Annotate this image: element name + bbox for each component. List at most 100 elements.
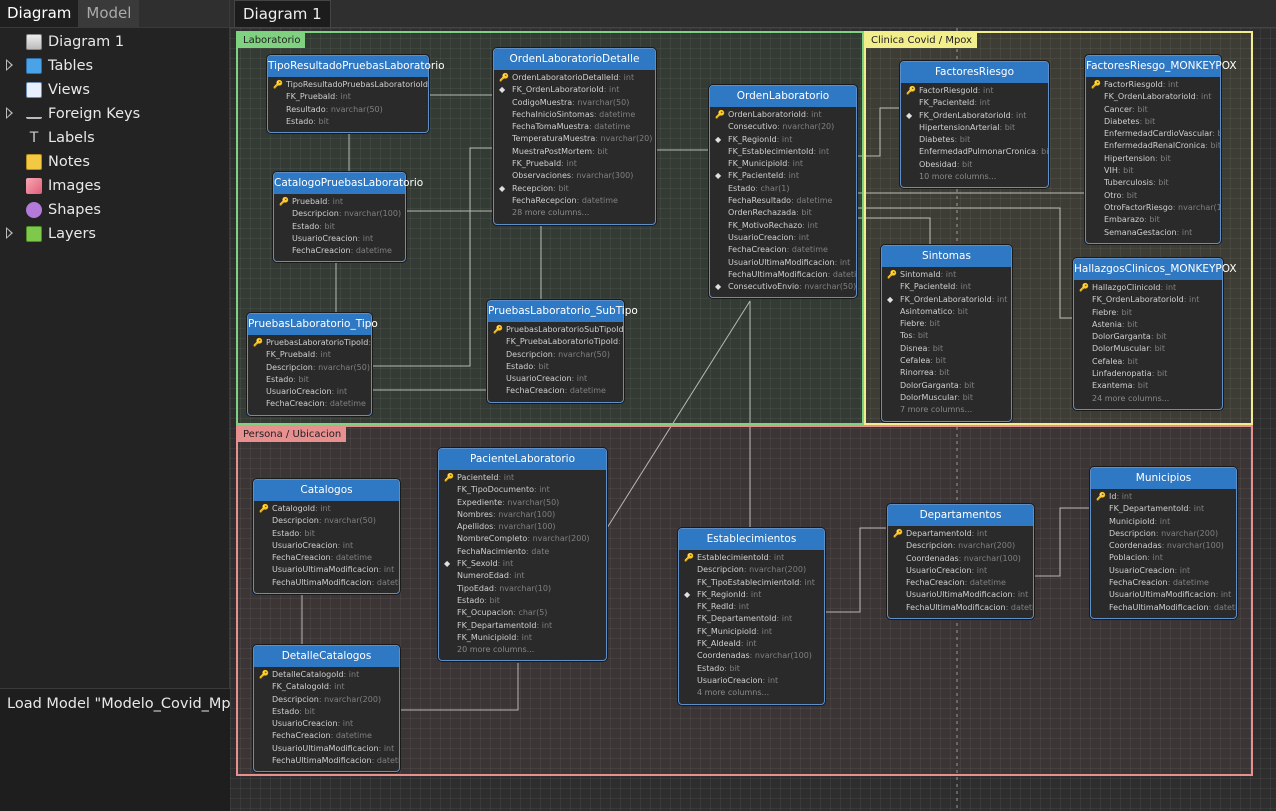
expand-arrow-icon[interactable] (6, 107, 13, 119)
field-row[interactable]: 🔑OrdenLaboratorioDetalleId: int (494, 72, 655, 84)
tree-item-notes[interactable]: Notes (0, 150, 229, 174)
entity-title[interactable]: PruebasLaboratorio_SubTipo (488, 301, 638, 322)
field-row[interactable]: FechaCreacion: datetime (248, 398, 371, 410)
tree-item-foreign-keys[interactable]: Foreign Keys (0, 102, 229, 126)
field-row[interactable]: Astenia: bit (1074, 319, 1222, 331)
field-row[interactable]: Descripcion: nvarchar(50) (488, 349, 623, 361)
field-row[interactable]: EnfermedadRenalCronica: bit (1086, 140, 1220, 152)
field-row[interactable]: 🔑Id: int (1091, 491, 1236, 503)
field-row[interactable]: FechaCreacion: datetime (1091, 577, 1236, 589)
tree-item-diagram-1[interactable]: Diagram 1 (0, 30, 229, 54)
field-row[interactable]: ◆ConsecutivoEnvio: nvarchar(50) (710, 281, 856, 293)
field-row[interactable]: DolorMuscular: bit (882, 392, 1011, 404)
field-row[interactable]: FK_PacienteId: int (882, 281, 1011, 293)
field-row[interactable]: FK_DepartamentoId: int (1091, 503, 1236, 515)
field-row[interactable]: Estado: bit (254, 706, 399, 718)
field-row[interactable]: 🔑OrdenLaboratorioId: int (710, 109, 856, 121)
field-row[interactable]: Linfadenopatia: bit (1074, 368, 1222, 380)
field-row[interactable]: FechaCreacion: datetime (254, 552, 399, 564)
field-row[interactable]: Estado: bit (274, 221, 405, 233)
field-row[interactable]: 🔑FactorRiesgoId: int (901, 85, 1048, 97)
field-row[interactable]: Descripcion: nvarchar(50) (254, 515, 399, 527)
field-row[interactable]: FechaUltimaModificacion: datetime (1091, 602, 1236, 614)
entity-title[interactable]: HallazgosClinicos_MONKEYPOX (1074, 259, 1237, 280)
field-row[interactable]: UsuarioCreacion: int (679, 675, 824, 687)
field-row[interactable]: 🔑SintomaId: int (882, 269, 1011, 281)
entity-title[interactable]: PacienteLaboratorio (439, 449, 606, 470)
entity-title[interactable]: Departamentos (888, 505, 1033, 526)
field-row[interactable]: FK_TipoEstablecimientoId: int (679, 577, 824, 589)
field-row[interactable]: Diabetes: bit (901, 134, 1048, 146)
field-row[interactable]: FechaRecepcion: datetime (494, 195, 655, 207)
field-row[interactable]: ◆FK_OrdenLaboratorioId: int (494, 84, 655, 96)
field-row[interactable]: UsuarioCreacion: int (254, 718, 399, 730)
entity-title[interactable]: Catalogos (254, 480, 399, 501)
field-row[interactable]: NumeroEdad: int (439, 570, 606, 582)
field-row[interactable]: 🔑EstablecimientoId: int (679, 552, 824, 564)
field-row[interactable]: FechaCreacion: datetime (274, 245, 405, 257)
field-row[interactable]: UsuarioUltimaModificacion: int (254, 743, 399, 755)
field-row[interactable]: Consecutivo: nvarchar(20) (710, 121, 856, 133)
expand-arrow-icon[interactable] (6, 227, 13, 239)
field-row[interactable]: UsuarioUltimaModificacion: int (1091, 589, 1236, 601)
field-row[interactable]: Fiebre: bit (1074, 307, 1222, 319)
field-row[interactable]: HipertensionArterial: bit (901, 122, 1048, 134)
relationship-line[interactable] (857, 217, 931, 245)
field-row[interactable]: FechaResultado: datetime (710, 195, 856, 207)
field-row[interactable]: UsuarioCreacion: int (710, 232, 856, 244)
field-row[interactable]: UsuarioCreacion: int (274, 233, 405, 245)
field-row[interactable]: Descripcion: nvarchar(200) (888, 540, 1033, 552)
field-row[interactable]: ◆FK_OrdenLaboratorioId: int (901, 110, 1048, 122)
more-columns-link[interactable]: 4 more columns... (679, 687, 824, 699)
entity-tiporesultado[interactable]: TipoResultadoPruebasLaboratorio🔑TipoResu… (267, 55, 445, 134)
field-row[interactable]: 🔑PruebaId: int (274, 196, 405, 208)
field-row[interactable]: Exantema: bit (1074, 380, 1222, 392)
field-row[interactable]: FechaUltimaModificacion: datetime (710, 269, 856, 281)
field-row[interactable]: Coordenadas: nvarchar(100) (888, 553, 1033, 565)
field-row[interactable]: Cancer: bit (1086, 104, 1220, 116)
entity-title[interactable]: CatalogoPruebasLaboratorio (274, 173, 423, 194)
tab-diagram-1[interactable]: Diagram 1 (234, 0, 331, 27)
field-row[interactable]: FK_AldeaId: int (679, 638, 824, 650)
field-row[interactable]: FechaCreacion: datetime (710, 244, 856, 256)
entity-title[interactable]: PruebasLaboratorio_Tipo (248, 314, 378, 335)
field-row[interactable]: FechaTomaMuestra: datetime (494, 121, 655, 133)
field-row[interactable]: Cefalea: bit (882, 355, 1011, 367)
field-row[interactable]: UsuarioCreacion: int (248, 386, 371, 398)
relationship-line[interactable] (400, 663, 519, 711)
tree-item-shapes[interactable]: Shapes (0, 198, 229, 222)
tree-item-tables[interactable]: Tables (0, 54, 229, 78)
field-row[interactable]: Estado: bit (248, 374, 371, 386)
field-row[interactable]: Rinorrea: bit (882, 367, 1011, 379)
field-row[interactable]: Descripcion: nvarchar(100) (274, 208, 405, 220)
field-row[interactable]: Fiebre: bit (882, 318, 1011, 330)
field-row[interactable]: Apellidos: nvarchar(100) (439, 521, 606, 533)
entity-hallazgos[interactable]: HallazgosClinicos_MONKEYPOX🔑HallazgoClin… (1073, 258, 1237, 410)
field-row[interactable]: Estado: bit (254, 528, 399, 540)
field-row[interactable]: UsuarioCreacion: int (488, 373, 623, 385)
field-row[interactable]: Embarazo: bit (1086, 214, 1220, 226)
field-row[interactable]: Descripcion: nvarchar(200) (1091, 528, 1236, 540)
tree-item-views[interactable]: Views (0, 78, 229, 102)
field-row[interactable]: 🔑FactorRiesgoId: int (1086, 79, 1220, 91)
field-row[interactable]: Descripcion: nvarchar(200) (254, 694, 399, 706)
field-row[interactable]: 🔑PacienteId: int (439, 472, 606, 484)
field-row[interactable]: Obesidad: bit (901, 159, 1048, 171)
field-row[interactable]: Cefalea: bit (1074, 356, 1222, 368)
relationship-line[interactable] (606, 300, 751, 529)
field-row[interactable]: CodigoMuestra: nvarchar(50) (494, 97, 655, 109)
entity-title[interactable]: Sintomas (882, 246, 1011, 267)
field-row[interactable]: MunicipioId: int (1091, 516, 1236, 528)
field-row[interactable]: UsuarioCreacion: int (888, 565, 1033, 577)
entity-pruebastipo[interactable]: PruebasLaboratorio_Tipo🔑PruebasLaborator… (247, 313, 378, 416)
relationship-line[interactable] (372, 147, 493, 367)
field-row[interactable]: FK_PruebaId: int (494, 158, 655, 170)
field-row[interactable]: FK_PruebaId: int (248, 349, 371, 361)
entity-title[interactable]: FactoresRiesgo_MONKEYPOX (1086, 56, 1237, 77)
